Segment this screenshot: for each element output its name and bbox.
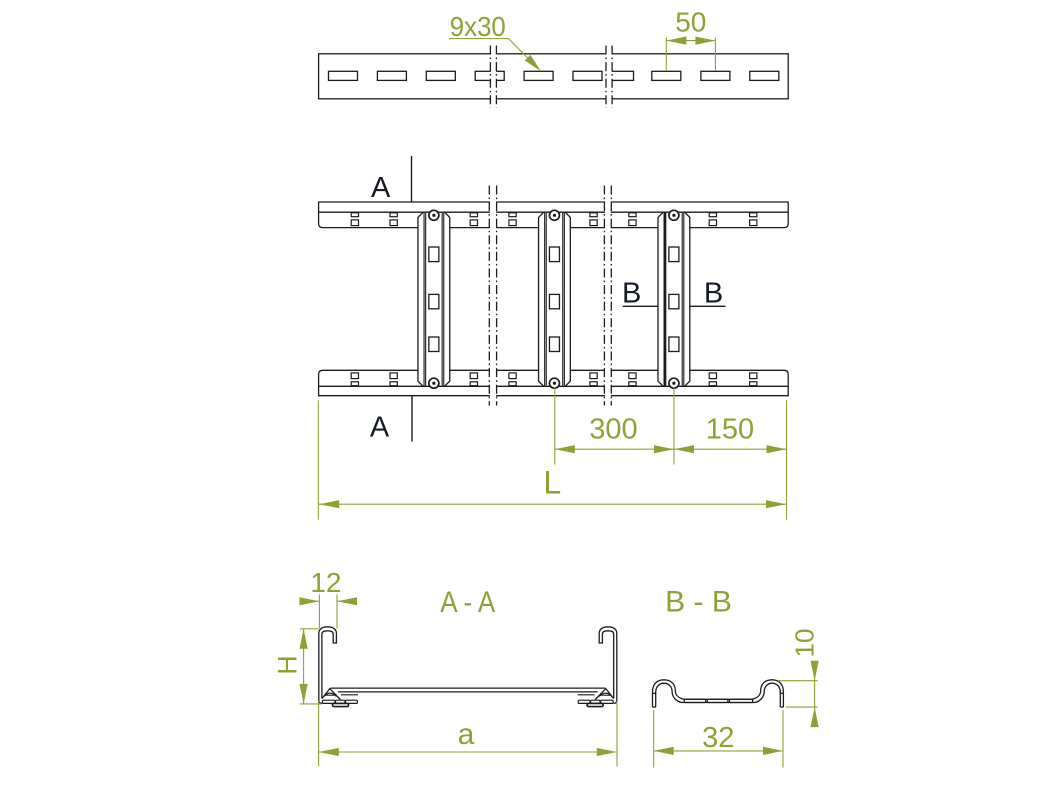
svg-text:9x30: 9x30 xyxy=(450,11,506,42)
svg-text:A: A xyxy=(370,411,390,443)
svg-text:B: B xyxy=(704,278,723,310)
svg-text:L: L xyxy=(543,465,561,501)
svg-text:32: 32 xyxy=(702,722,734,754)
svg-text:B - B: B - B xyxy=(665,586,732,619)
svg-text:H: H xyxy=(272,655,302,675)
svg-text:a: a xyxy=(458,718,475,751)
svg-text:50: 50 xyxy=(675,7,706,38)
svg-text:A: A xyxy=(371,172,391,204)
svg-text:B: B xyxy=(622,278,641,310)
svg-text:10: 10 xyxy=(790,629,820,658)
svg-text:12: 12 xyxy=(310,567,341,598)
svg-text:300: 300 xyxy=(589,414,637,446)
svg-text:A - A: A - A xyxy=(440,586,495,619)
svg-text:150: 150 xyxy=(706,414,754,446)
